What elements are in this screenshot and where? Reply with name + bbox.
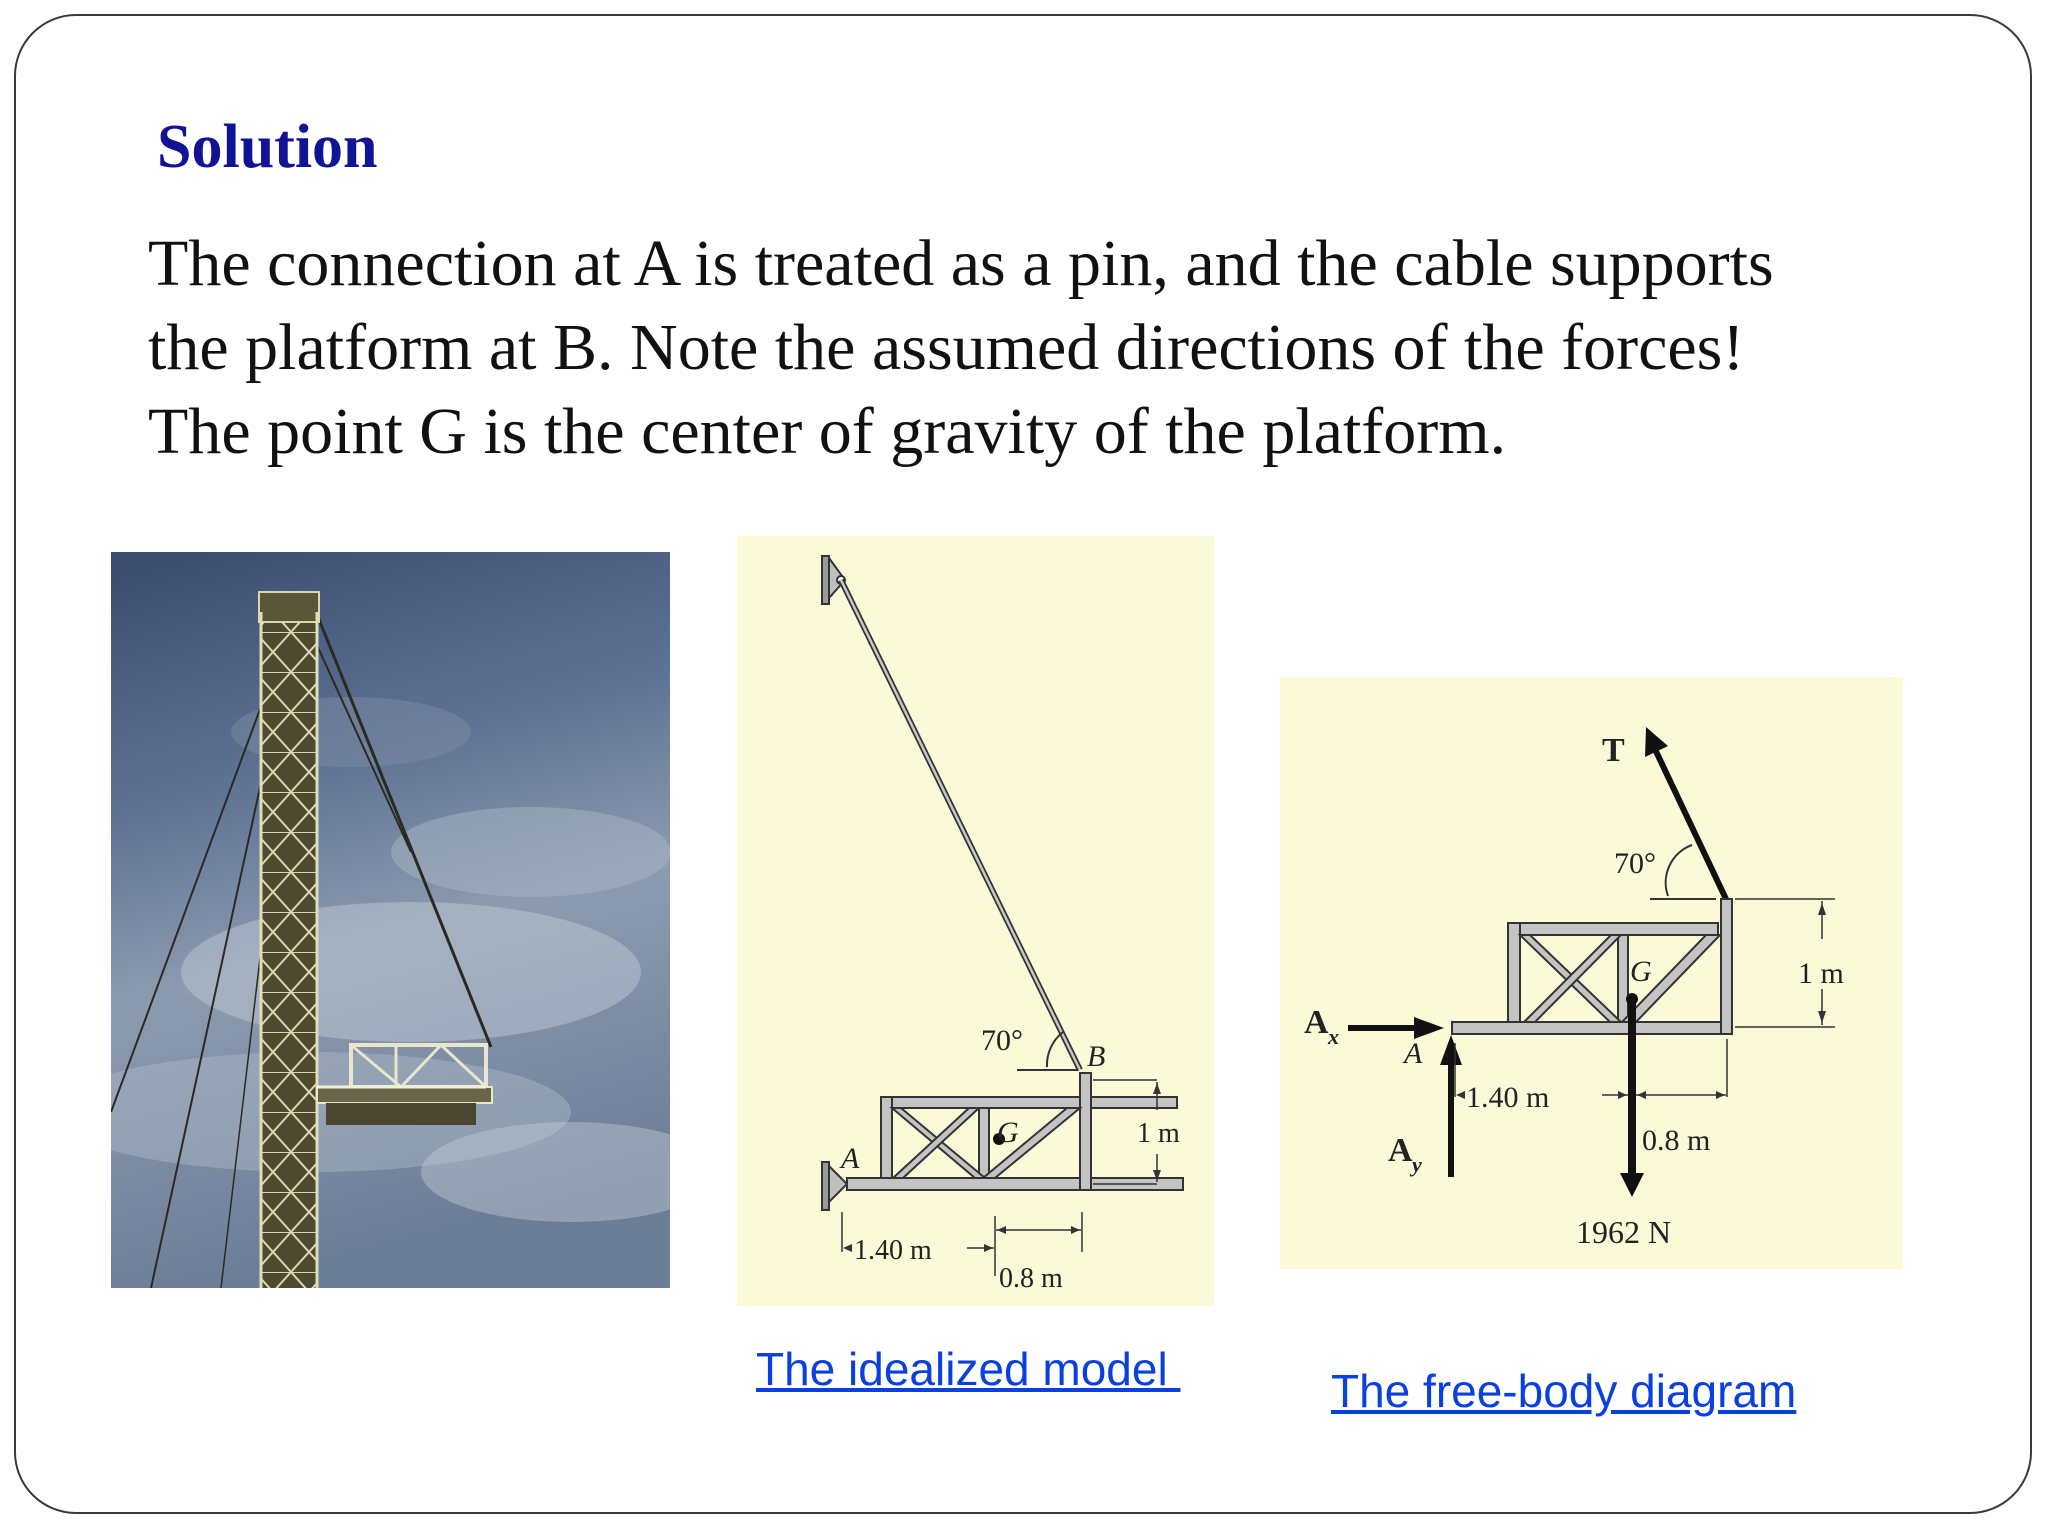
tension-label: T [1602,732,1625,769]
idealized-model-diagram: 70° B G A 1 m 1.40 m 0.8 m [821,554,1184,1294]
height-label: 1 m [1137,1118,1180,1149]
body-line: The point G is the center of gravity of … [148,395,1507,468]
force-ax-subscript: x [1327,1024,1339,1049]
idealized-model-link[interactable]: The idealized model [756,1343,1181,1395]
force-ay-label: A [1388,1132,1413,1169]
free-body-diagram: T 70° G 1 m A x A 1.40 m 0.8 m A y 1962 … [1304,727,1844,1250]
weight-label: 1962 N [1576,1214,1671,1250]
slide-body-text: The connection at A is treated as a pin,… [148,222,1948,474]
distance-g-to-b-label: 0.8 m [1642,1124,1710,1157]
body-line: the platform at B. Note the assumed dire… [148,311,1745,384]
angle-label: 70° [981,1024,1023,1057]
distance-a-to-g-label: 1.40 m [854,1235,932,1266]
point-b-label: B [1087,1040,1105,1073]
body-line: The connection at A is treated as a pin,… [148,227,1774,300]
idealized-model-panel: 70° B G A 1 m 1.40 m 0.8 m [737,536,1214,1306]
distance-a-to-g-label: 1.40 m [1466,1081,1549,1114]
point-a-label: A [1402,1037,1423,1070]
point-a-label: A [839,1142,860,1175]
point-g-label: G [997,1116,1019,1149]
angle-label: 70° [1614,847,1656,880]
free-body-diagram-link[interactable]: The free-body diagram [1331,1365,1797,1417]
point-g-label: G [1630,955,1652,988]
free-body-diagram-panel: T 70° G 1 m A x A 1.40 m 0.8 m A y 1962 … [1280,677,1903,1269]
height-label: 1 m [1798,957,1844,990]
distance-g-to-b-label: 0.8 m [999,1263,1063,1294]
slide-heading: Solution [157,113,378,181]
tower-platform-photo [111,552,670,1288]
force-ax-label: A [1304,1004,1329,1041]
force-ay-subscript: y [1409,1152,1422,1177]
